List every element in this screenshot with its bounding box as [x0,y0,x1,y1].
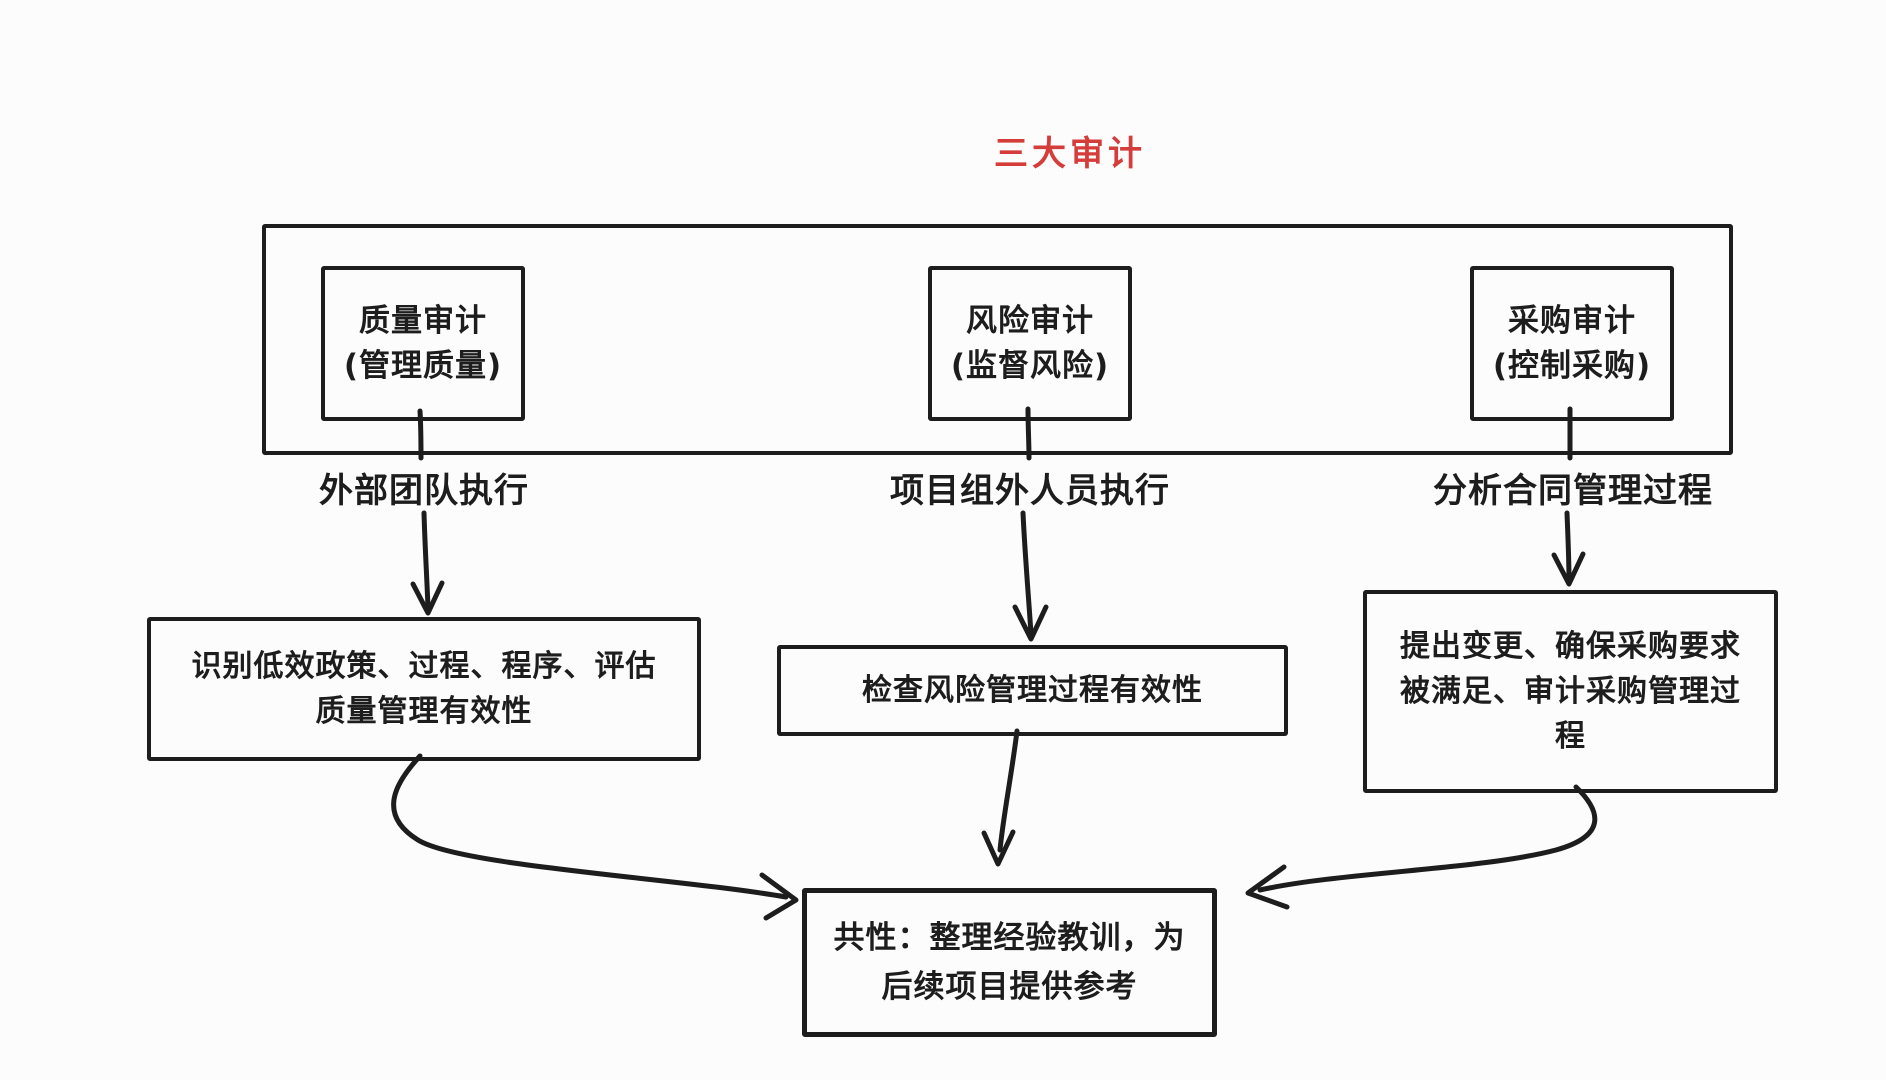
risk-audit-name: 风险审计 [966,302,1094,339]
diagram-title: 三大审计 [994,134,1146,174]
procurement-audit-paren: (控制采购) [1492,347,1652,384]
arrow-risk-to-summary-icon [981,728,1020,867]
commonality-summary-box: 共性：整理经验教训，为后续项目提供参考 [802,888,1217,1037]
arrow-quality-down-icon [410,510,445,616]
quality-function-text: 识别低效政策、过程、程序、评估质量管理有效性 [191,649,657,729]
procurement-function-box: 提出变更、确保采购要求被满足、审计采购管理过程 [1363,590,1778,793]
executor-label-risk: 项目组外人员执行 [890,471,1170,511]
risk-function-text: 检查风险管理过程有效性 [862,673,1203,708]
quality-function-box: 识别低效政策、过程、程序、评估质量管理有效性 [147,617,701,761]
quality-audit-paren: (管理质量) [343,347,503,384]
procurement-function-text: 提出变更、确保采购要求被满足、审计采购管理过程 [1400,629,1741,754]
arrow-procurement-down-icon [1551,510,1586,587]
audits-container-box [262,224,1733,455]
arrow-risk-down-icon [1012,510,1049,642]
arrow-procurement-to-summary-icon [1245,784,1598,910]
quality-audit-name: 质量审计 [359,302,487,339]
risk-audit-box: 风险审计 (监督风险) [928,266,1132,421]
quality-audit-box: 质量审计 (管理质量) [321,266,525,421]
risk-function-box: 检查风险管理过程有效性 [777,645,1288,736]
procurement-audit-name: 采购审计 [1508,302,1636,339]
procurement-audit-box: 采购审计 (控制采购) [1470,266,1674,421]
risk-audit-paren: (监督风险) [950,347,1110,384]
executor-label-procurement: 分析合同管理过程 [1433,471,1713,511]
commonality-summary-text: 共性：整理经验教训，为后续项目提供参考 [833,920,1186,1005]
arrow-quality-to-summary-icon [391,753,799,921]
executor-label-quality: 外部团队执行 [319,471,529,511]
